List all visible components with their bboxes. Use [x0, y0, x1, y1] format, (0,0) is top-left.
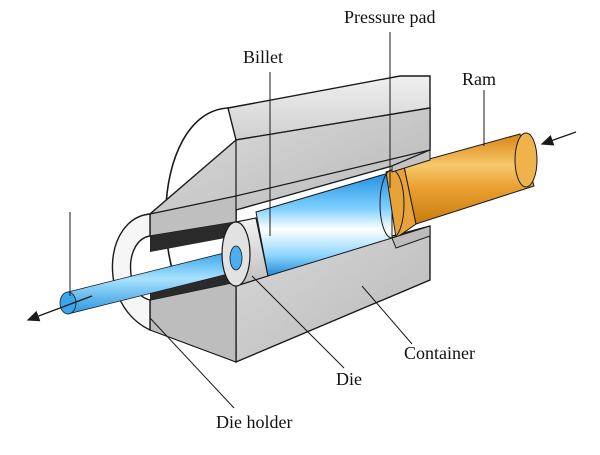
- die: [221, 217, 269, 287]
- container-front-edges: [391, 149, 431, 249]
- ram: [403, 132, 538, 225]
- label-billet: Billet: [243, 47, 283, 67]
- leader-container: [361, 285, 413, 345]
- leader-die-holder: [149, 317, 235, 409]
- container-body: [111, 75, 431, 364]
- leader-die: [251, 275, 345, 369]
- label-pressure-pad: Pressure pad: [344, 7, 436, 27]
- extrusion-arrow: [26, 295, 93, 322]
- label-ram: Ram: [462, 69, 496, 89]
- label-container: Container: [404, 343, 475, 363]
- ram-force-arrow: [540, 131, 577, 146]
- label-die-holder: Die holder: [216, 412, 293, 432]
- label-die: Die: [336, 369, 362, 389]
